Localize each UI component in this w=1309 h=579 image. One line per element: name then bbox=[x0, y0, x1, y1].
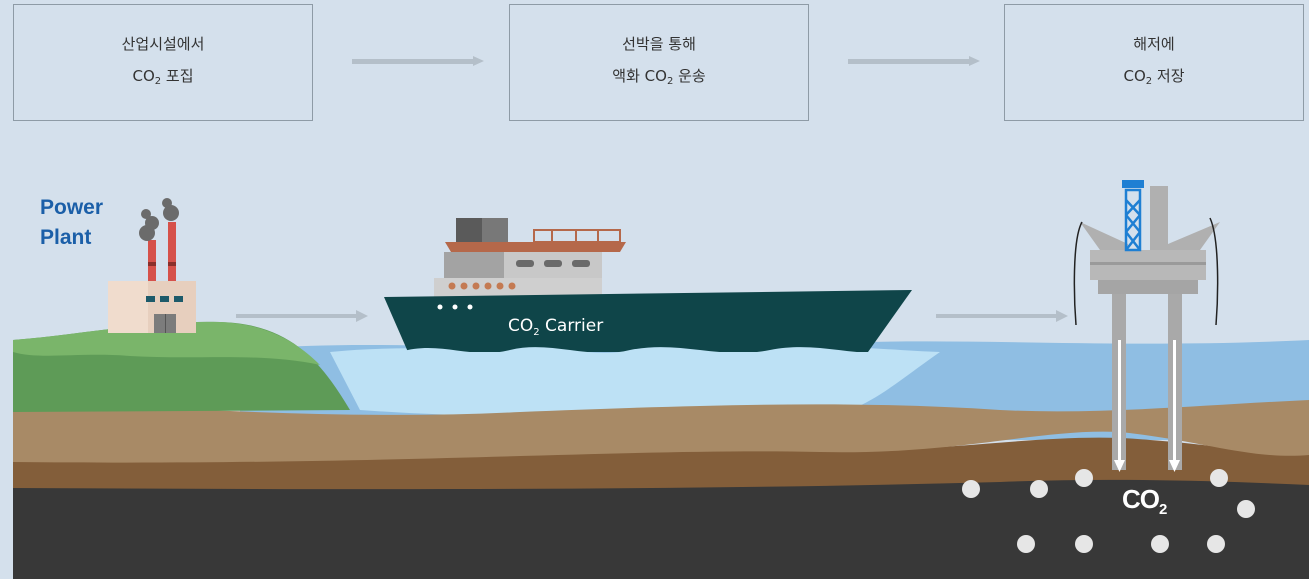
power-plant-label: Power Plant bbox=[40, 193, 103, 253]
flow-arrow-ground-1 bbox=[236, 310, 368, 322]
flow-arrow-ground-2 bbox=[936, 310, 1068, 322]
co2-carrier-ship bbox=[384, 218, 912, 352]
co2-storage-label: CO2 bbox=[1122, 484, 1166, 518]
ship-label: CO2 Carrier bbox=[508, 316, 603, 338]
